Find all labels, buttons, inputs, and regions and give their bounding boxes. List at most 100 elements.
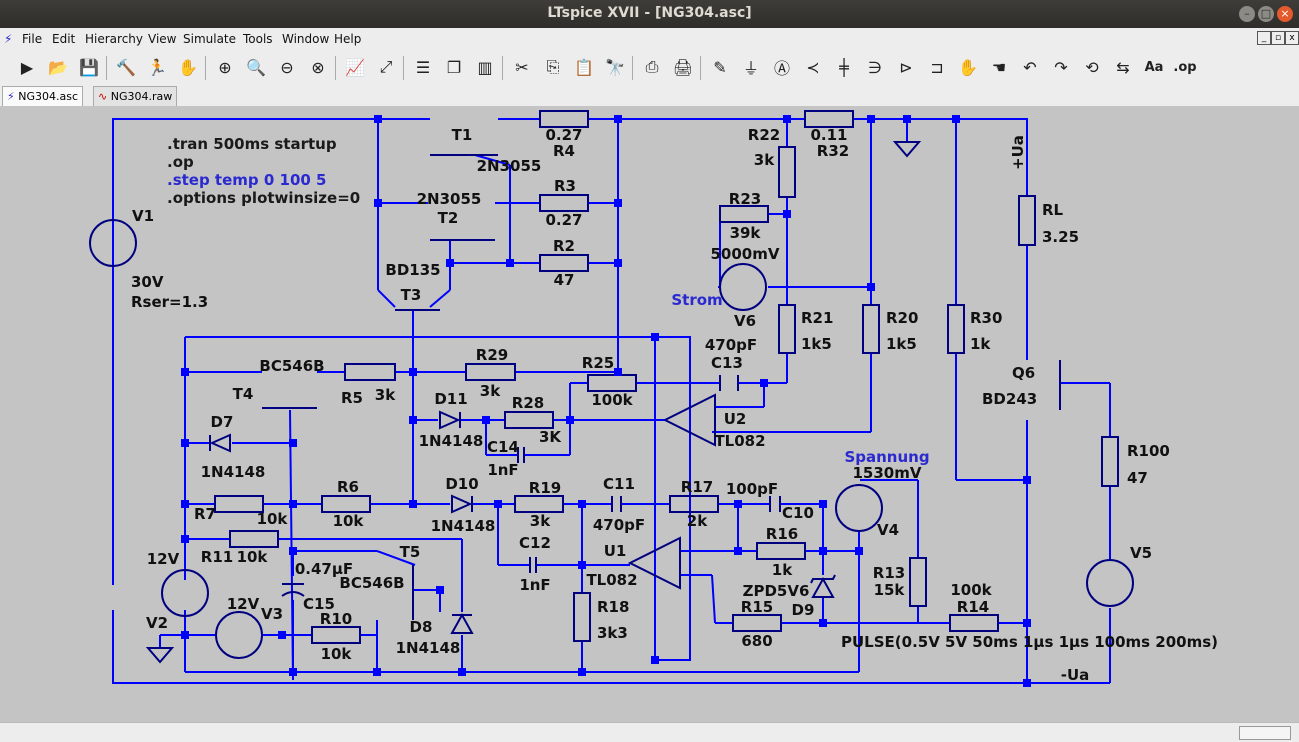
junction <box>1023 476 1031 484</box>
label-pulse: PULSE(0.5V 5V 50ms 1µs 1µs 100ms 200ms) <box>841 633 1218 651</box>
app-icon[interactable]: ⚡ <box>4 32 13 46</box>
print-setup-icon[interactable]: ⎙ <box>645 57 659 76</box>
print-icon[interactable]: 🖨 <box>672 57 694 77</box>
label-t2m: 2N3055 <box>417 190 482 208</box>
label-rlv: 3.25 <box>1042 228 1079 246</box>
close-icon[interactable]: × <box>1277 6 1293 22</box>
component-icon[interactable]: ⊐ <box>930 57 944 77</box>
spice-directive-icon[interactable]: .op <box>1173 59 1197 75</box>
label-r5: R5 <box>341 389 363 407</box>
label-icon[interactable]: Ⓐ <box>773 59 790 78</box>
ground-icon[interactable]: ⏚ <box>742 59 759 78</box>
tab-raw[interactable]: ∿ NG304.raw <box>93 86 178 106</box>
tab-bar: ⚡ NG304.asc ∿ NG304.raw <box>0 86 1299 106</box>
menu-hierarchy[interactable]: Hierarchy <box>85 32 144 46</box>
tile-horizontal-icon[interactable]: ☰ <box>415 57 431 77</box>
open-icon[interactable]: 📂 <box>48 57 68 77</box>
move-icon[interactable]: ✋ <box>958 57 978 77</box>
spice-directive[interactable]: .step temp 0 100 5 <box>167 171 327 189</box>
components <box>89 110 1134 664</box>
wire-icon[interactable]: ✎ <box>713 57 727 77</box>
menu-simulate[interactable]: Simulate <box>183 32 237 46</box>
junction <box>578 668 586 676</box>
capacitor-icon[interactable]: ╪ <box>839 57 849 77</box>
junction <box>566 416 574 424</box>
zoom-out-icon[interactable]: ⊖ <box>280 57 294 77</box>
autorange-icon[interactable]: 📈 <box>345 57 365 77</box>
label-r29v: 3k <box>480 382 501 400</box>
junction <box>409 416 417 424</box>
copy-icon[interactable]: ⎘ <box>546 57 560 76</box>
menu-file[interactable]: File <box>22 32 43 46</box>
label-d9: D9 <box>792 601 815 619</box>
diode-icon[interactable]: ⊳ <box>899 57 913 77</box>
menu-edit[interactable]: Edit <box>52 32 76 46</box>
undo-icon[interactable]: ↶ <box>1023 57 1037 77</box>
find-icon[interactable]: 🔭 <box>605 57 625 77</box>
rotate-icon[interactable]: ⟲ <box>1085 57 1099 77</box>
label-r23: R23 <box>729 190 761 208</box>
cascade-icon[interactable]: ❐ <box>446 57 462 77</box>
mirror-icon[interactable]: ⇆ <box>1116 57 1130 77</box>
mdi-minimize-icon[interactable]: _ <box>1257 31 1271 45</box>
paste-icon[interactable]: 📋 <box>574 57 594 77</box>
resistor-icon[interactable]: ≺ <box>806 57 820 77</box>
maximize-icon[interactable]: □ <box>1258 6 1274 22</box>
window-title: LTspice XVII - [NG304.asc] <box>547 5 752 21</box>
label-r28: R28 <box>512 394 544 412</box>
inductor-icon[interactable]: ∋ <box>868 57 882 77</box>
label-r20v: 1k5 <box>886 335 917 353</box>
control-panel-icon[interactable]: 🔨 <box>116 57 136 77</box>
label-r14: R14 <box>957 598 989 616</box>
junction <box>289 547 297 555</box>
label-r4: R4 <box>553 142 575 160</box>
halt-icon[interactable]: ✋ <box>178 57 198 77</box>
label-strom: Strom <box>671 291 722 309</box>
menu-tools[interactable]: Tools <box>243 32 273 46</box>
junction <box>181 535 189 543</box>
menu-window[interactable]: Window <box>282 32 330 46</box>
label-r19: R19 <box>529 479 561 497</box>
tile-vertical-icon[interactable]: ▥ <box>477 57 493 77</box>
minimize-icon[interactable]: – <box>1239 6 1255 22</box>
zoom-in-icon[interactable]: ⊕ <box>218 57 232 77</box>
redo-icon[interactable]: ↷ <box>1054 57 1068 77</box>
tab-asc[interactable]: ⚡ NG304.asc <box>2 86 83 106</box>
run-icon[interactable]: ▶ <box>20 57 34 77</box>
junction <box>181 368 189 376</box>
run-pause-icon[interactable]: 🏃 <box>147 57 167 77</box>
spice-directive[interactable]: .options plotwinsize=0 <box>167 189 360 207</box>
mdi-restore-icon[interactable]: ▫ <box>1271 31 1285 45</box>
label-v1r: Rser=1.3 <box>131 293 208 311</box>
menu-view[interactable]: View <box>148 32 177 46</box>
zoom-pan-icon[interactable]: 🔍 <box>246 57 266 77</box>
label-r7v: 10k <box>257 510 289 528</box>
junction <box>1023 619 1031 627</box>
label-d8m: 1N4148 <box>396 639 461 657</box>
menu-help[interactable]: Help <box>334 32 362 46</box>
label-c15v: 0.47µF <box>295 560 353 578</box>
drag-icon[interactable]: ☚ <box>991 57 1007 77</box>
mdi-close-icon[interactable]: x <box>1285 31 1299 45</box>
label-r30: R30 <box>970 309 1002 327</box>
label-d10: D10 <box>445 475 478 493</box>
spice-directive[interactable]: .tran 500ms startup <box>167 135 337 153</box>
label-r22: R22 <box>748 126 780 144</box>
label-r16: R16 <box>766 525 798 543</box>
text-icon[interactable]: Aa <box>1144 59 1164 75</box>
save-icon[interactable]: 💾 <box>79 57 99 77</box>
spice-directive[interactable]: .op <box>167 153 194 171</box>
label-r25v: 100k <box>591 391 633 409</box>
label-u2m: TL082 <box>714 432 765 450</box>
junction <box>819 619 827 627</box>
label-r32: R32 <box>817 142 849 160</box>
zoom-fit-icon[interactable]: ⤢ <box>379 57 393 76</box>
junction <box>578 561 586 569</box>
label-q6: Q6 <box>1012 364 1035 382</box>
label-r18v: 3k3 <box>597 624 628 642</box>
label-ua: +Ua <box>1009 135 1027 170</box>
label-r21v: 1k5 <box>801 335 832 353</box>
zoom-cancel-icon[interactable]: ⊗ <box>311 57 325 77</box>
cut-icon[interactable]: ✂ <box>515 57 529 77</box>
